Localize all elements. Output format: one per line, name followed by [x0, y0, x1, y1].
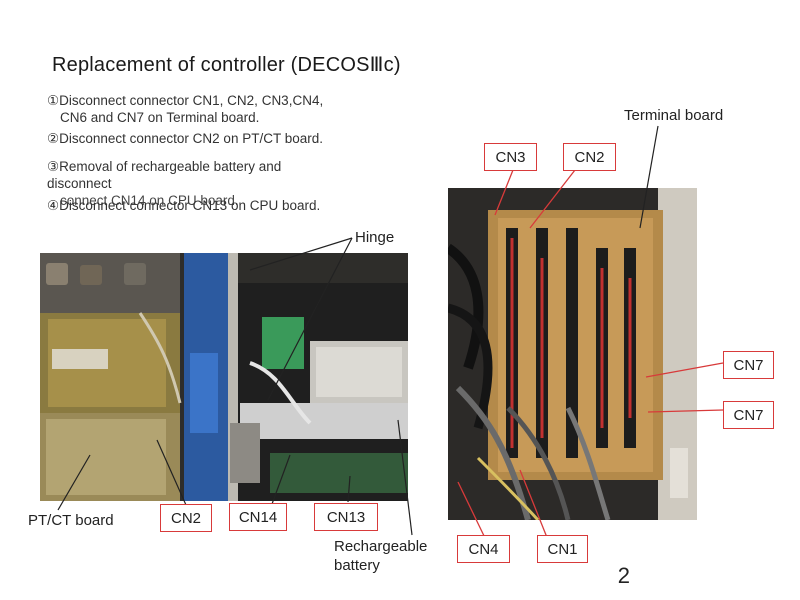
hinge-label: Hinge	[355, 229, 395, 246]
page-number: 2	[617, 563, 630, 588]
callout-cn2-terminal: CN2	[563, 143, 616, 171]
step-1-line-1: ①Disconnect connector CN1, CN2, CN3,CN4,	[47, 93, 324, 108]
step-3-line-1: ③Removal of rechargeable battery and	[47, 159, 282, 174]
rechargeable-battery-line-2: battery	[334, 557, 380, 574]
page-title: Replacement of controller (DECOSⅢc)	[52, 54, 401, 76]
rechargeable-battery-label: Rechargeable battery	[334, 537, 427, 575]
step-2: ②Disconnect connector CN2 on PT/CT board…	[47, 131, 323, 146]
callout-cn2-ptct: CN2	[160, 504, 212, 532]
callout-cn3: CN3	[484, 143, 537, 171]
callout-cn1: CN1	[537, 535, 588, 563]
step-3: ③Removal of rechargeable battery and dis…	[47, 158, 281, 209]
step-1-line-2: CN6 and CN7 on Terminal board.	[60, 110, 260, 125]
callout-cn14: CN14	[229, 503, 287, 531]
controller-photo-left	[40, 253, 408, 501]
callout-cn7-top: CN7	[723, 351, 774, 379]
step-3-line-3: connect CN14 on CPU board.	[60, 193, 239, 208]
callout-cn7-bottom: CN7	[723, 401, 774, 429]
step-3-line-2: disconnect	[47, 176, 112, 191]
terminal-board-photo	[448, 188, 697, 520]
rechargeable-battery-line-1: Rechargeable	[334, 538, 428, 555]
step-4: ④Disconnect connector CN13 on CPU board.	[47, 198, 321, 213]
ptct-board-label: PT/CT board	[28, 512, 114, 529]
callout-cn4: CN4	[457, 535, 510, 563]
callout-cn13: CN13	[314, 503, 378, 531]
terminal-board-label: Terminal board	[624, 107, 724, 124]
step-1: ①Disconnect connector CN1, CN2, CN3,CN4,…	[47, 92, 323, 126]
